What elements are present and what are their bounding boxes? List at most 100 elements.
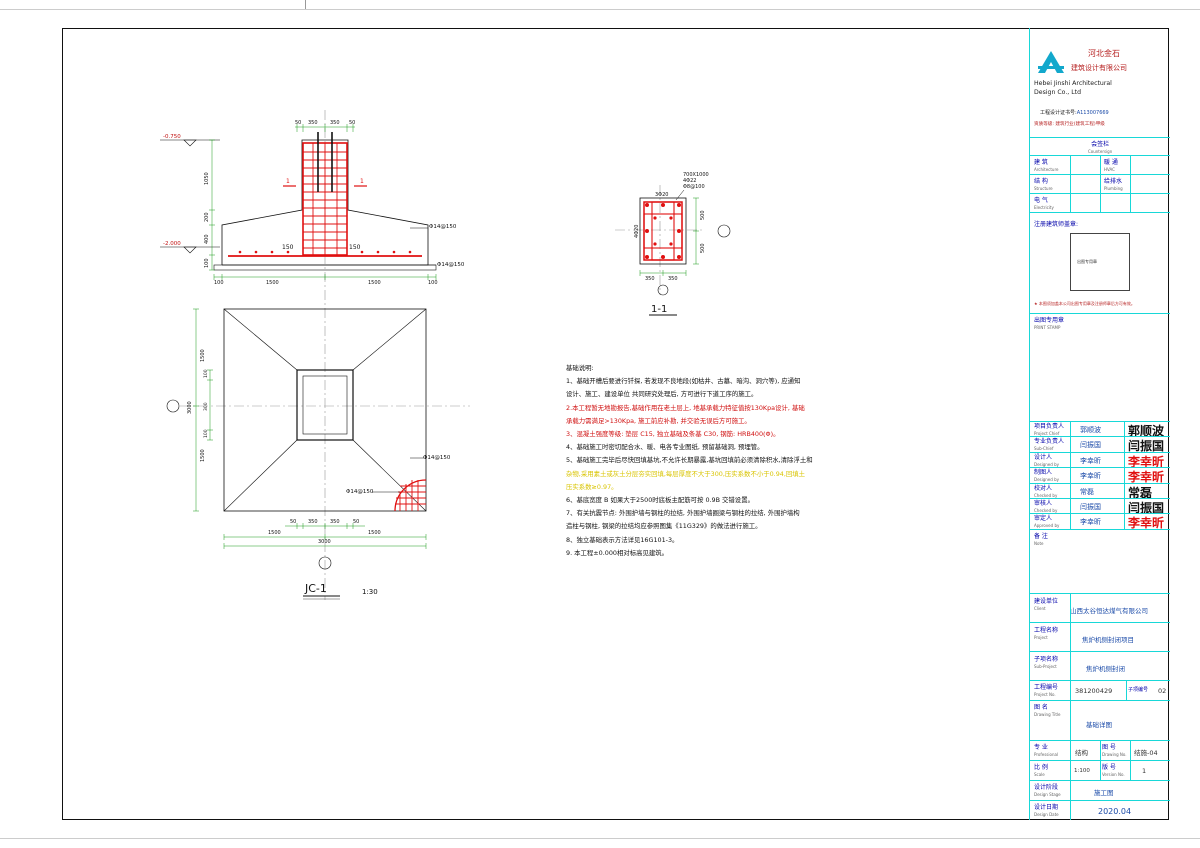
company-logo-icon [1038, 51, 1064, 73]
notes-title: 基础说明: [566, 364, 594, 372]
role-signature: 郭顺波 [1128, 424, 1165, 438]
note-line: 承载力需满足>130Kpa, 施工前应补勘, 并交验无误后方可施工。 [566, 416, 751, 425]
note-line: 1、基础开槽后要进行钎探, 若发现不良地段(如枯井、古墓、暗沟、洞穴等), 应通… [566, 377, 801, 386]
section-label-b: 4Φ22 [683, 178, 696, 184]
section-column [639, 197, 687, 265]
role-signature: 闫振国 [1128, 501, 1165, 515]
plan-dim-b1-3: 350 [330, 519, 340, 525]
plan-dim-b2-1: 1500 [268, 530, 281, 536]
stamp-note: ★ 本图须加盖本公司出图专用章及注册师章后方可有效。 [1034, 301, 1135, 306]
info-v-line-3 [1100, 740, 1101, 780]
cert-number: A113007669 [1076, 110, 1109, 116]
note-line: 3、混凝土强度等级: 垫层 C15, 独立基础及条基 C30, 钢筋: HRB4… [566, 430, 780, 439]
company-name-en-1: Hebei Jinshi Architectural [1034, 80, 1112, 87]
axis-bubble-left [166, 399, 180, 413]
plan-dim-b1-1: 50 [290, 519, 296, 525]
role-divider [1070, 422, 1071, 438]
role-divider [1070, 437, 1071, 453]
company-name-cn-2: 建筑设计有限公司 [1071, 64, 1127, 72]
role-divider [1124, 437, 1125, 453]
stage-value: 施工图 [1094, 789, 1114, 797]
note-line: 2.本工程暂无地勘报告,基础作用在老土层上, 地基承载力特征值按130Kpa设计… [566, 403, 805, 412]
role-divider [1124, 483, 1125, 499]
note-line: 4、基础施工时密切配合水、暖、电各专业图纸, 预留基础洞, 预埋管。 [566, 443, 764, 452]
level-top: -0.750 [163, 134, 181, 140]
drawing-canvas: -0.750 -2.000 [160, 110, 731, 600]
stamp-area-label: 注册建筑师盖章: [1034, 221, 1079, 228]
plan-dim-b1-4: 50 [353, 519, 359, 525]
plan-dim-inner-3: 100 [203, 429, 209, 438]
plan-dim-total-left: 3000 [187, 401, 193, 414]
axis-bubble-section-right [717, 224, 731, 238]
date-value: 2020.04 [1098, 807, 1132, 816]
role-divider [1124, 499, 1125, 515]
elev-dim-left-1: 1050 [204, 172, 210, 185]
role-signature: 闫振国 [1128, 439, 1165, 454]
role-name: 闫振国 [1080, 503, 1101, 511]
role-divider [1070, 499, 1071, 515]
role-name: 李幸昕 [1080, 472, 1101, 481]
plan-dim-total-bottom: 3000 [318, 539, 331, 545]
cosign-v-3 [1130, 155, 1131, 212]
role-divider [1124, 514, 1125, 530]
project-no-value: 381200429 [1075, 687, 1113, 695]
elevation-view: -0.750 -2.000 [160, 120, 465, 286]
note-line: 6、基底宽度 B 如果大于2500时底板主配筋可按 0.9B 交错设置。 [566, 496, 754, 505]
cert-label: 工程设计证书号:A113007669 [1040, 109, 1109, 116]
note-line: 设计、施工、建设单位 共同研究处理后, 方可进行下道工序的施工。 [566, 390, 758, 399]
plan-rebar-2: Φ14@150 [346, 489, 374, 495]
role-name: 李幸昕 [1080, 456, 1101, 465]
section-label-d: 3Φ20 [655, 192, 668, 198]
section-dim-right-1: 500 [700, 210, 706, 220]
elev-dim-bottom-3: 1500 [368, 280, 381, 286]
footing-plan-outer [223, 308, 427, 512]
note-line: 压实系数≥0.97。 [566, 482, 618, 491]
section-title: 1-1 [651, 304, 667, 315]
note-line: 造柱与钢柱, 钢梁的拉结均应参照图集《11G329》的做法进行施工。 [566, 522, 762, 531]
drawing-frame [62, 28, 1169, 820]
elev-dim-top-3: 350 [330, 120, 340, 126]
role-signature: 李幸昕 [1128, 516, 1165, 531]
role-name: 郭顺波 [1080, 426, 1101, 434]
company-name-en-2: Design Co., Ltd [1034, 89, 1082, 96]
elev-dim-top-2: 350 [308, 120, 318, 126]
pedestal-plan [296, 369, 354, 441]
footing-outline [221, 139, 429, 266]
plan-dim-inner-1: 100 [203, 369, 209, 378]
section-view: 700X1000 4Φ22 Φ8@100 3Φ20 4Φ20 500 500 3… [634, 172, 731, 316]
role-name: 李幸昕 [1080, 518, 1101, 527]
role-divider [1124, 452, 1125, 469]
note-line: 7、有关抗震节点: 外围护墙与钢柱的拉结, 外围护墙圈梁与钢柱的拉结, 外围护墙… [566, 509, 800, 518]
role-name: 闫振国 [1080, 441, 1101, 450]
plan-dim-b2-2: 1500 [368, 530, 381, 536]
elev-dim-bottom-1: 100 [214, 280, 224, 286]
elev-rebar-1: Φ14@150 [429, 224, 457, 230]
info-v-line [1070, 593, 1071, 820]
role-divider [1124, 468, 1125, 484]
drawing-title-value: 基础详图 [1086, 721, 1112, 729]
section-dim-bottom-2: 350 [668, 276, 678, 282]
elev-dim-top-4: 50 [349, 120, 355, 126]
info-v-line-2 [1126, 680, 1127, 700]
